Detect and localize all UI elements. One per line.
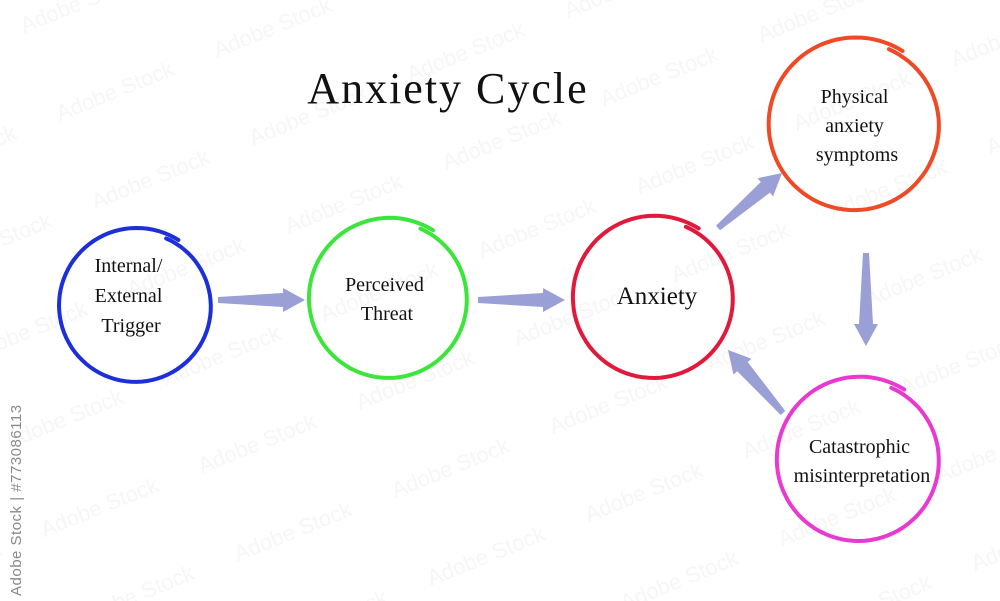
node-catastrophic: Catastrophic misinterpretation [774, 374, 941, 544]
arrow-catastrophic-to-anxiety [728, 350, 786, 415]
arrow-physical-to-catastrophic [854, 253, 878, 346]
threat-label: Perceived Threat [345, 274, 429, 325]
node-trigger: Internal/ External Trigger [56, 225, 213, 384]
threat-circle [306, 215, 469, 380]
diagram-title: Anxiety Cycle [307, 64, 588, 113]
catastrophic-label: Catastrophic misinterpretation [794, 436, 931, 487]
arrows-group [218, 173, 878, 415]
trigger-label: Internal/ External Trigger [95, 255, 168, 337]
anxiety-label: Anxiety [617, 283, 698, 310]
arrow-threat-to-anxiety [478, 288, 565, 312]
physical-label: Physical anxiety symptoms [816, 86, 898, 166]
anxiety-circle [570, 213, 735, 381]
physical-circle [766, 35, 941, 213]
catastrophic-circle [774, 374, 941, 544]
node-anxiety: Anxiety [570, 213, 735, 381]
watermark-side-text: Adobe Stock | #773086113 [8, 404, 25, 596]
node-physical: Physical anxiety symptoms [766, 35, 941, 213]
arrow-trigger-to-threat [218, 288, 305, 312]
arrow-anxiety-to-physical [716, 173, 782, 231]
trigger-circle [56, 225, 213, 384]
node-threat: Perceived Threat [306, 215, 469, 380]
